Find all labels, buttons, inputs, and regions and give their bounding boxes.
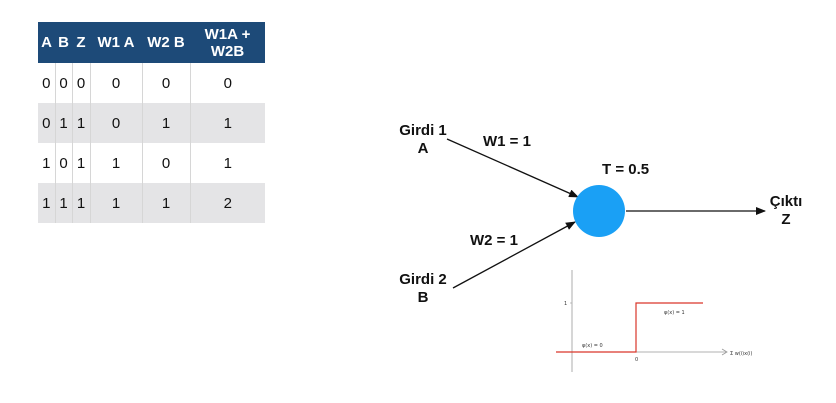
phi-low-label: φ(x) = 0 (582, 343, 603, 349)
cell: 0 (189, 63, 265, 103)
output-label: Çıktı Z (760, 193, 812, 229)
threshold-label: T = 0.5 (602, 161, 650, 178)
x-axis-label: Σ w(i)x(i) (730, 351, 752, 357)
table-row: 0 1 1 0 1 1 (38, 103, 265, 143)
header-w2b: W2 B (142, 22, 190, 63)
weight2-label: W2 = 1 (470, 232, 518, 249)
cell: 0 (71, 63, 90, 103)
table-header-row: A B Z W1 A W2 B W1A + W2B (38, 22, 265, 63)
y-tick-label: 1 (564, 301, 567, 307)
table-row: 1 0 1 1 0 1 (38, 143, 265, 183)
cell: 1 (141, 103, 190, 143)
cell: 1 (71, 103, 90, 143)
table-row: 1 1 1 1 1 2 (38, 183, 265, 223)
truth-table: A B Z W1 A W2 B W1A + W2B 0 0 0 0 0 0 0 … (38, 22, 265, 223)
table-row: 0 0 0 0 0 0 (38, 63, 265, 103)
cell: 0 (89, 63, 142, 103)
cell: 1 (89, 143, 142, 183)
step-function-line (556, 302, 703, 353)
x-axis-arrowhead (721, 348, 728, 356)
cell: 0 (141, 63, 190, 103)
cell: 1 (189, 103, 265, 143)
cell: 1 (38, 183, 55, 223)
cell: 0 (38, 63, 55, 103)
cell: 0 (54, 63, 72, 103)
input2-label: Girdi 2 B (389, 271, 457, 307)
input2-variable: B (417, 289, 429, 306)
input2-name: Girdi 2 (399, 271, 447, 288)
cell: 1 (141, 183, 190, 223)
header-a: A (38, 22, 55, 63)
neuron-node (573, 185, 625, 237)
x-tick-label: 0 (635, 357, 638, 363)
cell: 1 (71, 183, 90, 223)
cell: 1 (189, 143, 265, 183)
cell: 0 (38, 103, 55, 143)
cell: 0 (89, 103, 142, 143)
cell: 1 (54, 183, 72, 223)
cell: 2 (189, 183, 265, 223)
cell: 1 (71, 143, 90, 183)
output-variable: Z (781, 211, 791, 228)
input1-arrow (446, 138, 579, 198)
header-sum: W1A + W2B (190, 22, 265, 63)
weight1-label: W1 = 1 (483, 133, 531, 150)
header-w1a: W1 A (90, 22, 142, 63)
cell: 0 (54, 143, 72, 183)
cell: 1 (38, 143, 55, 183)
cell: 1 (54, 103, 72, 143)
phi-high-label: φ(x) = 1 (664, 310, 685, 316)
output-name: Çıktı (769, 193, 803, 210)
header-b: B (55, 22, 72, 63)
cell: 1 (89, 183, 142, 223)
input1-variable: A (417, 140, 429, 157)
cell: 0 (141, 143, 190, 183)
step-function-chart: 1 0 φ(x) = 1 φ(x) = 0 Σ w(i)x(i) (556, 270, 752, 372)
header-z: Z (72, 22, 90, 63)
input1-name: Girdi 1 (399, 122, 447, 139)
input1-label: Girdi 1 A (389, 122, 457, 158)
input2-arrow (452, 221, 576, 289)
